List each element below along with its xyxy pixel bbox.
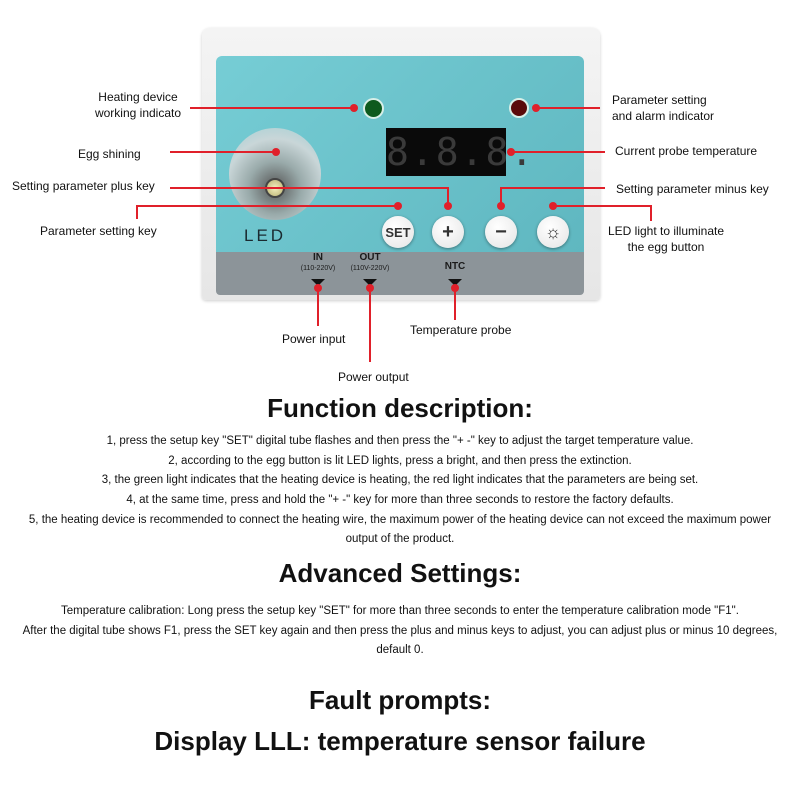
callout-line <box>511 151 605 153</box>
callout-line <box>447 187 449 205</box>
callout-line <box>501 187 605 189</box>
callout-dot <box>497 202 505 210</box>
led-label: LED <box>244 226 287 245</box>
callout-dot <box>394 202 402 210</box>
port-out-arrow-icon <box>363 279 377 286</box>
callout-dot <box>507 148 515 156</box>
callout-line <box>190 107 353 109</box>
light-bulb-button[interactable]: ☼ <box>537 216 569 248</box>
minus-button[interactable]: − <box>485 216 517 248</box>
function-line: 2, according to the egg button is lit LE… <box>168 455 632 467</box>
advanced-title: Advanced Settings: <box>278 558 522 588</box>
callout-egg-shining: Egg shining <box>78 147 141 161</box>
callout-dot <box>451 284 459 292</box>
callout-power-output: Power output <box>338 370 409 384</box>
function-line: 5, the heating device is recommended to … <box>28 514 772 526</box>
egg-shining-lamp <box>229 128 321 220</box>
callout-dot <box>532 104 540 112</box>
callout-line <box>536 107 600 109</box>
callout-plus-key: Setting parameter plus key <box>12 179 155 193</box>
port-in-label: IN(110-220V) <box>300 252 336 272</box>
port-ntc-arrow-icon <box>448 279 462 286</box>
callout-line <box>650 205 652 221</box>
port-ntc-label: NTC <box>444 261 466 272</box>
function-line: 4, at the same time, press and hold the … <box>126 494 674 506</box>
red-indicator-light <box>509 98 529 118</box>
callout-dot <box>272 148 280 156</box>
port-strip <box>216 252 584 295</box>
callout-line <box>317 286 319 326</box>
callout-dot <box>314 284 322 292</box>
callout-set-key: Parameter setting key <box>40 224 157 238</box>
callout-line <box>369 286 371 362</box>
green-indicator-light <box>363 98 384 119</box>
callout-dot <box>350 104 358 112</box>
set-button[interactable]: SET <box>382 216 414 248</box>
fault-title: Fault prompts: <box>309 685 491 715</box>
function-line: 1, press the setup key "SET" digital tub… <box>106 435 694 447</box>
callout-line <box>137 205 398 207</box>
port-out-label: OUT(110V-220V) <box>350 252 390 272</box>
advanced-line: After the digital tube shows F1, press t… <box>22 625 778 637</box>
advanced-line: default 0. <box>376 644 424 656</box>
callout-line <box>136 205 138 219</box>
callout-probe-temp: Current probe temperature <box>615 144 758 158</box>
callout-line <box>500 187 502 205</box>
function-line: output of the product. <box>345 533 455 545</box>
function-title: Function description: <box>267 393 533 423</box>
port-in-arrow-icon <box>311 279 325 286</box>
callout-temp-probe: Temperature probe <box>410 323 512 337</box>
advanced-line: Temperature calibration: Long press the … <box>61 605 739 617</box>
callout-dot <box>549 202 557 210</box>
callout-dot <box>366 284 374 292</box>
callout-dot <box>444 202 452 210</box>
callout-line <box>553 205 651 207</box>
callout-line <box>170 151 275 153</box>
callout-line <box>170 187 448 189</box>
fault-line: Display LLL: temperature sensor failure <box>154 726 646 756</box>
callout-minus-key: Setting parameter minus key <box>616 182 769 196</box>
digital-display: 8.8.8. <box>386 128 536 176</box>
function-line: 3, the green light indicates that the he… <box>101 474 699 486</box>
callout-line <box>454 286 456 320</box>
callout-power-input: Power input <box>282 332 346 346</box>
plus-button[interactable]: + <box>432 216 464 248</box>
